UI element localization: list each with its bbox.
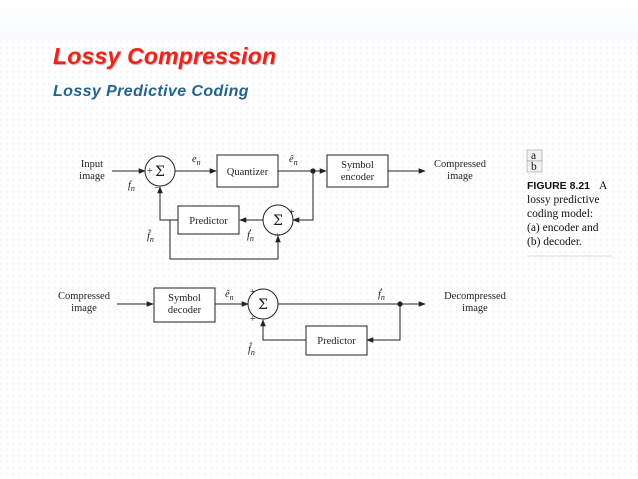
encoder-diagram: Input image fn Σ + − en Quantizer ên Sym… xyxy=(79,154,487,260)
symbol-fdot: ḟn xyxy=(247,229,254,243)
symbol-fn: fn xyxy=(128,180,135,193)
decoder-predictor-label: Predictor xyxy=(317,336,356,347)
encoder-sum2-plus-top: + xyxy=(289,207,295,218)
encoder-sum-sigma: Σ xyxy=(155,164,165,180)
encoder-sum2-sigma: Σ xyxy=(273,213,283,229)
encoder-input-label-line2: image xyxy=(79,171,105,182)
caption-line4: (a) encoder and xyxy=(527,222,599,234)
encoder-sum-plus: + xyxy=(147,166,153,177)
encoder-output-label-line2: image xyxy=(447,171,473,182)
symbol-ehat: ên xyxy=(289,154,298,167)
decoder-sum-plus-top: + xyxy=(250,287,256,298)
encoder-output-label-line1: Compressed xyxy=(434,159,487,170)
slide-background xyxy=(0,40,638,479)
symbol-decoder-label-line2: decoder xyxy=(168,305,202,316)
decoder-input-label-line1: Compressed xyxy=(58,291,111,302)
caption-line5: (b) decoder. xyxy=(527,236,582,248)
decoder-sum-plus-left: + xyxy=(250,314,256,325)
caption-line2: lossy predictive xyxy=(527,194,600,206)
top-band xyxy=(0,0,638,40)
decoder-output-label-line1: Decompressed xyxy=(444,291,507,302)
symbol-decoder-label-line1: Symbol xyxy=(168,293,201,304)
symbol-encoder-block xyxy=(326,154,389,188)
quantizer-block xyxy=(216,154,279,188)
encoder-predictor-block xyxy=(177,205,240,235)
wire-branch-to-sum2 xyxy=(292,171,314,223)
decoder-predictor-block xyxy=(305,325,368,356)
caption-tab-b xyxy=(526,160,543,173)
quantizer-label: Quantizer xyxy=(227,167,269,178)
decoder-sum-sigma: Σ xyxy=(258,297,268,313)
wire-prediction-to-sum2 xyxy=(169,220,281,260)
encoder-predictor-label: Predictor xyxy=(189,216,228,227)
slide-title: Lossy Compression xyxy=(53,43,277,69)
decoder-output-label-line2: image xyxy=(462,303,488,314)
symbol-fhat-encoder: f̂n xyxy=(147,229,154,244)
figure-caption: a b FIGURE 8.21 A lossy predictive codin… xyxy=(526,149,612,257)
symbol-encoder-label-line2: encoder xyxy=(341,172,375,183)
symbol-en: en xyxy=(192,154,201,167)
decoder-symbol-ehat: ên xyxy=(225,289,234,302)
symbol-encoder-label-line1: Symbol xyxy=(341,160,374,171)
caption-tab-b-label: b xyxy=(531,161,537,173)
caption-line1-rest: A xyxy=(599,180,608,192)
caption-tab-a-label: a xyxy=(531,150,536,162)
symbol-decoder-block xyxy=(153,287,216,323)
decoder-diagram: Compressed image Symbol decoder ên Σ + +… xyxy=(58,287,507,357)
decoder-symbol-fhat: f̂n xyxy=(248,342,255,357)
slide-subtitle: Lossy Predictive Coding xyxy=(53,83,249,100)
encoder-sum-minus: − xyxy=(154,183,160,194)
decoder-symbol-fdot: ḟn xyxy=(378,288,385,302)
encoder-input-label-line1: Input xyxy=(81,159,103,170)
wire-predictor-to-sum xyxy=(260,319,306,341)
caption-line3: coding model: xyxy=(527,208,593,220)
decoder-input-label-line2: image xyxy=(71,303,97,314)
caption-figure-label: FIGURE 8.21 xyxy=(527,180,590,192)
wire-branch-to-predictor xyxy=(366,304,401,343)
wire-predictor-to-sum1 xyxy=(157,186,178,221)
